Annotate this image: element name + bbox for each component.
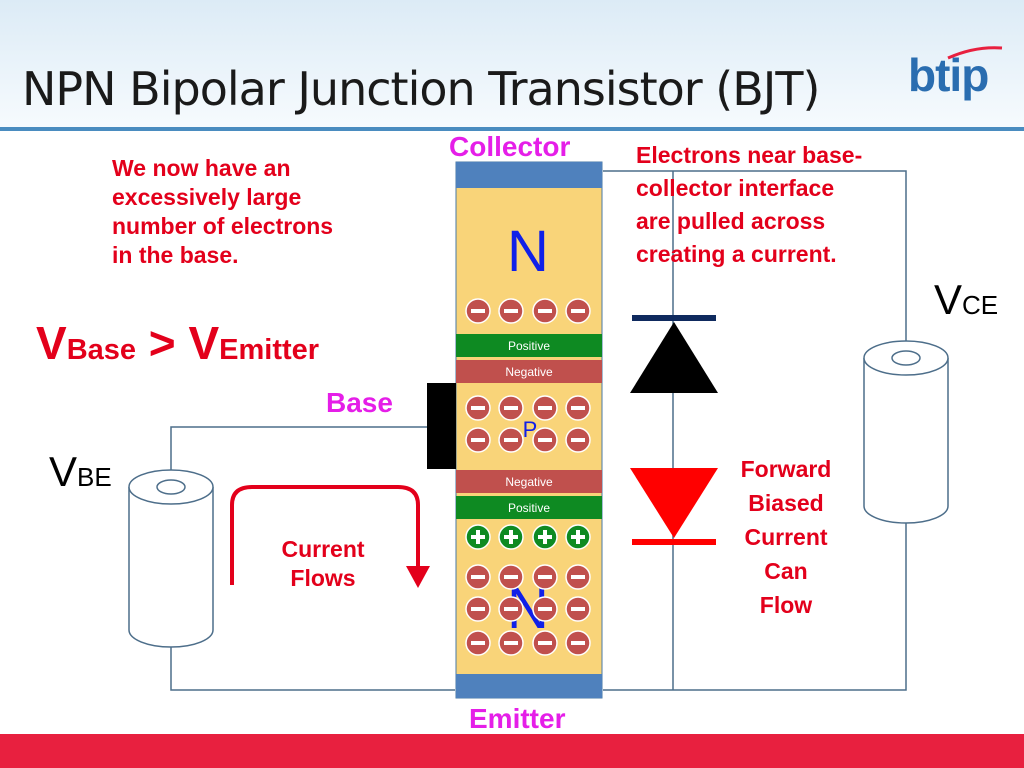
- header-rule: [0, 127, 1024, 131]
- note-line: Current: [744, 524, 828, 550]
- electron-minus-icon: [465, 596, 491, 622]
- electron-minus-icon: [565, 427, 591, 453]
- vce-battery-icon: [863, 340, 949, 524]
- note-line: Flow: [759, 592, 813, 618]
- base-label: Base: [326, 387, 393, 418]
- electron-minus-icon: [465, 630, 491, 656]
- note-line: excessively large: [112, 184, 302, 210]
- note-line: in the base.: [112, 242, 239, 268]
- eq-sub: Base: [66, 334, 137, 366]
- vce-label: VCE: [934, 276, 998, 324]
- electron-minus-icon: [565, 596, 591, 622]
- note-line: Current: [281, 536, 365, 562]
- eq-v: V: [188, 317, 220, 369]
- depletion-top-positive: [456, 334, 602, 357]
- electron-minus-icon: [498, 395, 524, 421]
- electron-minus-icon: [565, 630, 591, 656]
- eq-sub: Emitter: [219, 334, 320, 366]
- electron-minus-icon: [498, 564, 524, 590]
- electron-minus-icon: [532, 427, 558, 453]
- circuit-wires: [170, 170, 907, 691]
- hole-plus-icon: [532, 524, 558, 550]
- electron-minus-icon: [565, 298, 591, 324]
- depletion-label: Negative: [505, 475, 553, 489]
- eq-v: V: [36, 317, 67, 369]
- emitter-contact: [456, 674, 602, 698]
- electron-minus-icon: [532, 564, 558, 590]
- note-line: Forward: [740, 456, 832, 482]
- reverse-diode-icon: [630, 315, 718, 393]
- electron-minus-icon: [465, 298, 491, 324]
- collector-contact: [456, 162, 602, 188]
- vbe-battery-icon: [128, 469, 214, 648]
- electron-minus-icon: [498, 427, 524, 453]
- source-sub: CE: [962, 290, 999, 320]
- collector-label: Collector: [449, 131, 571, 162]
- emitter-label: Emitter: [469, 703, 566, 734]
- depletion-label: Negative: [505, 365, 553, 379]
- right-note: Electrons near base- collector interface…: [636, 139, 862, 271]
- electron-minus-icon: [498, 596, 524, 622]
- forward-diode-icon: [630, 468, 718, 545]
- electron-minus-icon: [532, 395, 558, 421]
- hole-plus-icon: [565, 524, 591, 550]
- footer-bar: [0, 734, 1024, 768]
- note-line: Flows: [290, 565, 356, 591]
- note-line: are pulled across: [636, 208, 826, 234]
- left-note: We now have an excessively large number …: [112, 154, 333, 270]
- note-line: Biased: [748, 490, 824, 516]
- current-flows-note: Current Flows: [256, 535, 390, 593]
- electron-minus-icon: [565, 564, 591, 590]
- depletion-label: Positive: [508, 501, 550, 515]
- note-line: Electrons near base-: [636, 142, 863, 168]
- electron-minus-icon: [465, 395, 491, 421]
- depletion-bottom-positive: [456, 496, 602, 519]
- current-flow-arrow-icon: [230, 485, 430, 588]
- collector-region-letter: N: [507, 219, 549, 284]
- note-line: number of electrons: [112, 213, 334, 239]
- electron-minus-icon: [498, 298, 524, 324]
- depletion-bottom-negative: [456, 470, 602, 493]
- source-v: V: [934, 276, 963, 323]
- eq-op: >: [148, 317, 176, 369]
- slide-title: NPN Bipolar Junction Transistor (BJT): [22, 62, 820, 116]
- electron-minus-icon: [498, 630, 524, 656]
- note-line: collector interface: [636, 175, 835, 201]
- depletion-label: Positive: [508, 339, 550, 353]
- vbe-label: VBE: [49, 448, 112, 496]
- depletion-top-negative: [456, 360, 602, 383]
- bias-equation: VBase > VEmitter: [36, 316, 319, 370]
- electron-minus-icon: [465, 427, 491, 453]
- forward-biased-note: Forward Biased Current Can Flow: [718, 452, 854, 622]
- header-background: [0, 0, 1024, 130]
- electron-minus-icon: [565, 395, 591, 421]
- note-line: creating a current.: [636, 241, 837, 267]
- electron-minus-icon: [532, 298, 558, 324]
- source-v: V: [49, 448, 78, 495]
- note-line: Can: [764, 558, 808, 584]
- electron-minus-icon: [532, 630, 558, 656]
- note-line: We now have an: [112, 155, 291, 181]
- base-contact: [427, 383, 456, 469]
- hole-plus-icon: [498, 524, 524, 550]
- hole-plus-icon: [465, 524, 491, 550]
- electron-minus-icon: [465, 564, 491, 590]
- electron-minus-icon: [532, 596, 558, 622]
- source-sub: BE: [77, 462, 112, 492]
